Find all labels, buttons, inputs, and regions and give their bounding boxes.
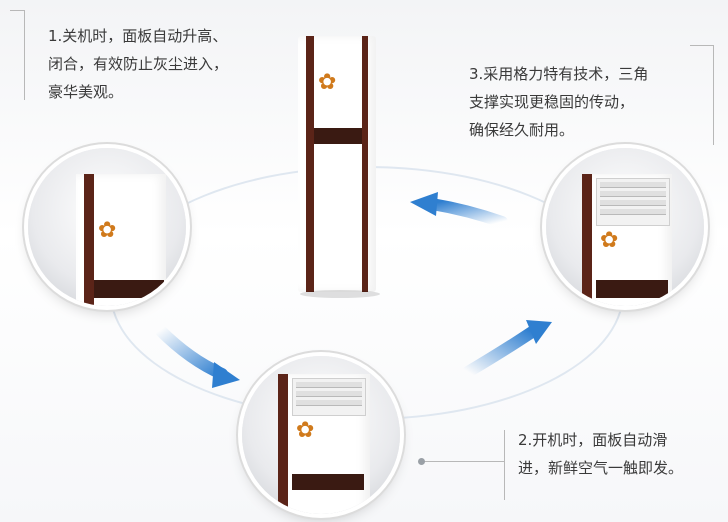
ac-display-panel — [292, 474, 364, 490]
callout-3-leader — [713, 45, 714, 145]
arrow-left-to-bottom-icon — [154, 324, 240, 388]
callout-1-text: 1.关机时，面板自动升高、 闭合，有效防止灰尘进入， 豪华美观。 — [48, 27, 229, 101]
ac-trim — [582, 174, 592, 306]
ac-display-panel — [314, 128, 362, 144]
flower-logo-icon: ✿ — [296, 418, 315, 443]
callout-2-dot — [418, 458, 425, 465]
callout-1-leader — [24, 10, 25, 100]
callout-2-leader-vert — [504, 430, 505, 500]
ac-display-panel — [596, 280, 668, 298]
open-grille-view: ✿ — [546, 148, 704, 306]
callout-3-leader-top — [690, 45, 714, 46]
ac-trim-left — [306, 36, 314, 292]
flower-logo-icon: ✿ — [600, 228, 619, 253]
callout-2-text: 2.开机时，面板自动滑 进，新鲜空气一触即发。 — [518, 431, 684, 477]
ac-trim-right — [362, 36, 368, 292]
air-grille — [596, 178, 670, 226]
ac-display-panel — [94, 280, 164, 298]
ac-shadow — [300, 290, 380, 298]
ac-trim — [84, 174, 94, 306]
callout-2-leader — [424, 461, 504, 462]
closed-panel-view: ✿ — [28, 148, 186, 306]
air-grille — [292, 378, 366, 416]
arrow-bottom-to-right-icon — [462, 320, 552, 378]
flower-logo-icon: ✿ — [98, 218, 117, 243]
sliding-panel-view: ✿ — [242, 356, 400, 514]
ac-trim — [278, 374, 288, 514]
callout-3-text: 3.采用格力特有技术，三角 支撑实现更稳固的传动， 确保经久耐用。 — [469, 65, 649, 139]
callout-1-leader-top — [10, 10, 25, 11]
flower-logo-icon: ✿ — [318, 70, 337, 95]
arrow-right-to-center-icon — [410, 192, 508, 228]
